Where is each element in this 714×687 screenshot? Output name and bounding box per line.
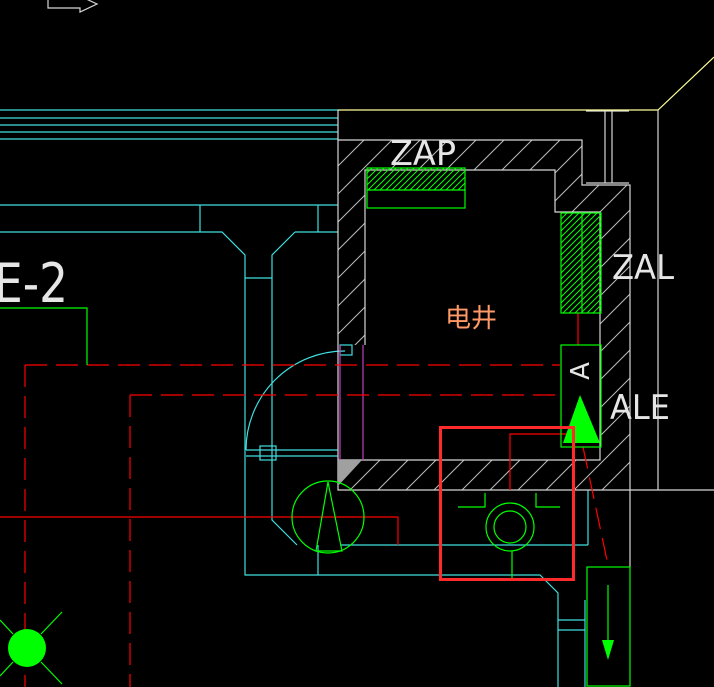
door-symbol <box>245 344 353 461</box>
building-boundary-line <box>338 56 714 111</box>
duct-lines <box>0 109 589 687</box>
fixture-left-circle <box>291 480 365 554</box>
panel-ale-triangle-icon <box>563 395 600 443</box>
wall-hatch-fill <box>338 140 630 490</box>
fixture-right-outer-circle <box>485 502 535 552</box>
panel-zap-hatch <box>367 168 465 190</box>
panel-ale-symbol <box>560 344 602 448</box>
door-hinge-bottom <box>259 445 277 461</box>
panel-zal-hatch <box>561 213 601 313</box>
arrow-down-head <box>602 640 614 660</box>
light-rays <box>0 611 63 685</box>
panel-zal-label: ZAL <box>612 248 674 288</box>
door-jamb-lines <box>339 345 364 460</box>
wall-right-lines <box>629 110 714 567</box>
fixture-right-brackets <box>458 493 560 578</box>
steel-column-i-beam <box>586 110 629 184</box>
riser-box-outline <box>586 566 631 687</box>
panel-zap-outline <box>366 167 466 209</box>
circle-triangle-icon <box>291 480 365 554</box>
panel-zap-label: ZAP <box>390 134 456 174</box>
riser-box <box>586 566 631 687</box>
double-circle-icon <box>458 493 560 578</box>
red-solid-lines <box>0 313 579 545</box>
wall-corner-fill <box>338 460 362 486</box>
direction-arrow-icon <box>47 0 99 13</box>
panel-ale-outline <box>560 344 602 448</box>
door-threshold <box>246 449 338 457</box>
light-dot <box>8 629 46 667</box>
filled-circle-rays-icon <box>0 611 63 685</box>
door-swing-arc <box>245 350 346 451</box>
grid-reference-label: E-2 <box>0 252 68 315</box>
fixture-right-inner-circle <box>493 510 527 544</box>
panel-zap-symbol <box>366 167 466 209</box>
selection-highlight-box <box>439 426 575 581</box>
room-name-label: 电井 <box>445 304 497 334</box>
panel-a-label: A <box>566 362 596 380</box>
green-leader-lines <box>0 307 88 365</box>
red-dashed-lines <box>24 364 609 687</box>
panel-zal-outline <box>560 212 602 314</box>
fixture-left-triangle <box>315 481 343 552</box>
panel-zal-symbol <box>560 212 602 314</box>
wall-inner-outline <box>338 169 601 461</box>
panel-ale-label: ALE <box>610 388 670 428</box>
wall-outer-outline <box>337 110 631 491</box>
door-hinge-top <box>339 344 353 356</box>
